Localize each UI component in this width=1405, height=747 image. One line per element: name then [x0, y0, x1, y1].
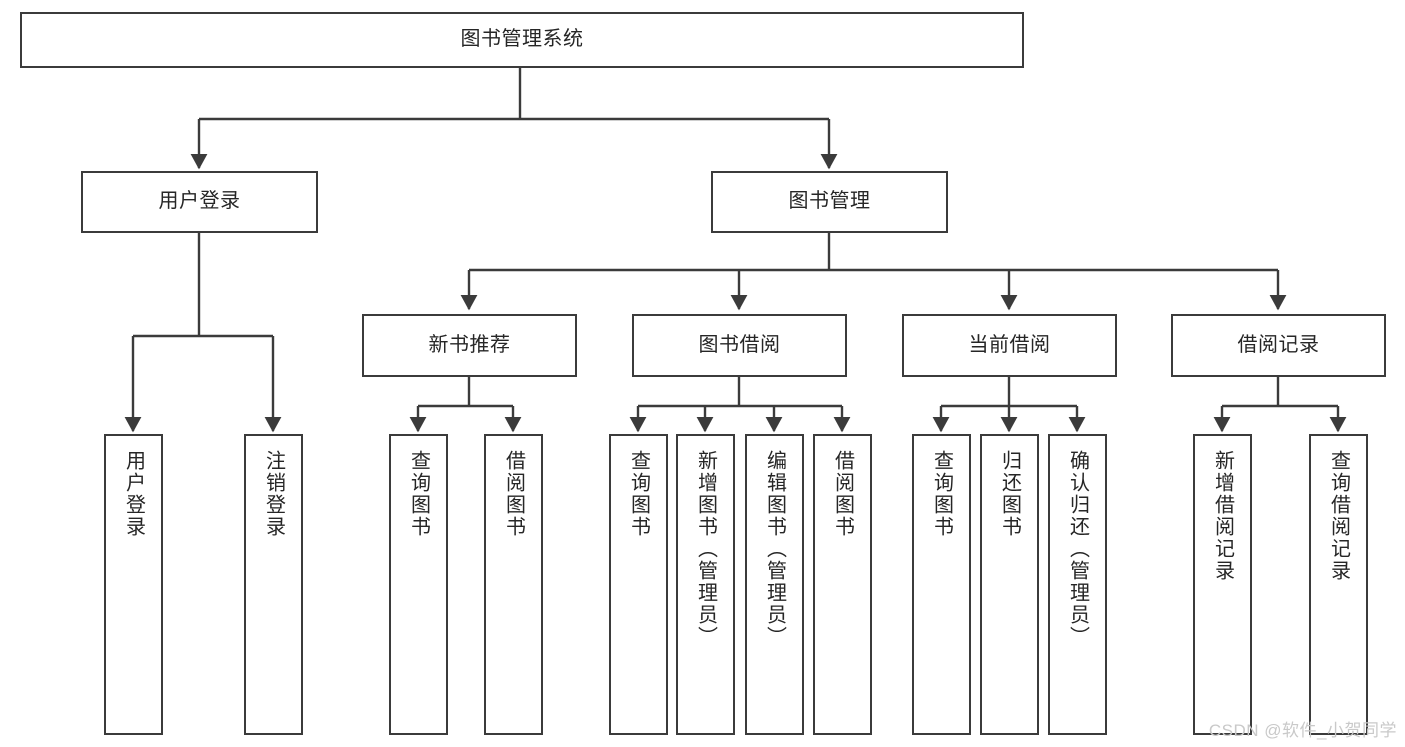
node-book-borrow-label: 图书借阅	[698, 333, 781, 356]
leaf-label: 归还图书	[998, 450, 1021, 538]
node-borrow-record-label: 借阅记录	[1237, 333, 1320, 356]
leaf-borrow-edit-book[interactable]: 编辑图书（管理员）	[745, 434, 804, 735]
node-current-borrow[interactable]: 当前借阅	[902, 314, 1117, 377]
csdn-watermark: CSDN @软件_小贺同学	[1208, 721, 1397, 740]
leaf-label: 查询借阅记录	[1327, 450, 1350, 582]
node-new-book-recommend[interactable]: 新书推荐	[362, 314, 577, 377]
leaf-current-return-book[interactable]: 归还图书	[980, 434, 1039, 735]
leaf-label: 查询图书	[627, 450, 650, 538]
node-book-borrow[interactable]: 图书借阅	[632, 314, 847, 377]
node-new-book-recommend-label: 新书推荐	[428, 333, 511, 356]
leaf-record-query[interactable]: 查询借阅记录	[1309, 434, 1368, 735]
leaf-current-confirm-return[interactable]: 确认归还（管理员）	[1048, 434, 1107, 735]
leaf-label: 注销登录	[262, 450, 285, 538]
leaf-label: 确认归还（管理员）	[1066, 450, 1089, 648]
node-root-label: 图书管理系统	[460, 28, 584, 51]
leaf-record-add[interactable]: 新增借阅记录	[1193, 434, 1252, 735]
leaf-new-book-borrow[interactable]: 借阅图书	[484, 434, 543, 735]
leaf-borrow-borrow-book[interactable]: 借阅图书	[813, 434, 872, 735]
leaf-label: 编辑图书（管理员）	[763, 450, 786, 648]
leaf-borrow-add-book[interactable]: 新增图书（管理员）	[676, 434, 735, 735]
leaf-current-query-book[interactable]: 查询图书	[912, 434, 971, 735]
node-book-management[interactable]: 图书管理	[711, 171, 948, 233]
leaf-new-book-query[interactable]: 查询图书	[389, 434, 448, 735]
node-user-login-label: 用户登录	[158, 190, 241, 213]
node-root[interactable]: 图书管理系统	[20, 12, 1024, 68]
leaf-label: 新增图书（管理员）	[694, 450, 717, 648]
leaf-label: 新增借阅记录	[1211, 450, 1234, 582]
leaf-label: 用户登录	[122, 450, 145, 538]
node-current-borrow-label: 当前借阅	[968, 333, 1051, 356]
leaf-user-login-login[interactable]: 用户登录	[104, 434, 163, 735]
node-book-management-label: 图书管理	[788, 190, 871, 213]
leaf-label: 借阅图书	[831, 450, 854, 538]
leaf-label: 借阅图书	[502, 450, 525, 538]
node-user-login[interactable]: 用户登录	[81, 171, 318, 233]
leaf-user-login-logout[interactable]: 注销登录	[244, 434, 303, 735]
leaf-label: 查询图书	[930, 450, 953, 538]
leaf-borrow-query-book[interactable]: 查询图书	[609, 434, 668, 735]
node-borrow-record[interactable]: 借阅记录	[1171, 314, 1386, 377]
leaf-label: 查询图书	[407, 450, 430, 538]
